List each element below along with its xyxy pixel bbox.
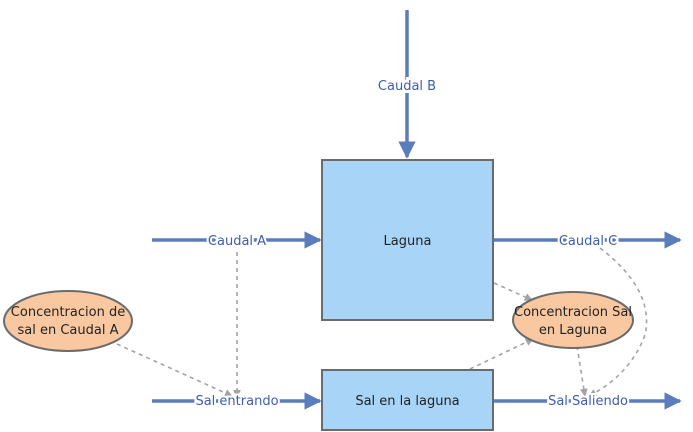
variable-concentracion-caudal-a-line1: Concentracion de	[11, 305, 125, 320]
link-sal-en-laguna-to-concentracion[interactable]	[469, 338, 534, 370]
variable-concentracion-laguna-line2: en Laguna	[539, 323, 607, 338]
link-laguna-to-concentracion[interactable]	[493, 282, 533, 301]
stock-sal-box[interactable]	[321, 369, 494, 431]
stock-laguna-box[interactable]	[321, 159, 494, 321]
variable-concentracion-caudal-a-shape[interactable]	[3, 290, 133, 352]
dependency-links	[116, 247, 648, 398]
variable-concentracion-caudal-a[interactable]: Concentracion de sal en Caudal A	[3, 290, 133, 352]
caudal-a-label: Caudal A	[208, 234, 266, 249]
stock-sal-label: Sal en la laguna	[355, 394, 459, 409]
flow-labels: Caudal B Caudal A Caudal C Sal entrando …	[193, 76, 629, 411]
flow-arrows	[152, 10, 682, 410]
variable-concentracion-laguna-shape[interactable]	[512, 291, 634, 349]
variable-concentracion-caudal-a-line2: sal en Caudal A	[18, 323, 119, 338]
link-concentracion-a-to-sal-entrando[interactable]	[116, 343, 233, 397]
sal-entrando-label: Sal entrando	[195, 394, 278, 409]
stock-laguna[interactable]: Laguna	[321, 159, 494, 321]
link-caudal-c-to-sal-saliendo[interactable]	[588, 247, 648, 397]
link-concentracion-to-sal-saliendo[interactable]	[576, 345, 588, 397]
caudal-c-label: Caudal C	[559, 234, 617, 249]
variable-concentracion-laguna[interactable]: Concentracion Sal en Laguna	[512, 291, 634, 349]
caudal-b-label: Caudal B	[378, 79, 436, 94]
sal-saliendo-label: Sal Saliendo	[548, 394, 628, 409]
stock-laguna-label: Laguna	[384, 234, 432, 249]
variable-concentracion-laguna-line1: Concentracion Sal	[514, 305, 632, 320]
stock-sal-en-la-laguna[interactable]: Sal en la laguna	[321, 369, 494, 431]
